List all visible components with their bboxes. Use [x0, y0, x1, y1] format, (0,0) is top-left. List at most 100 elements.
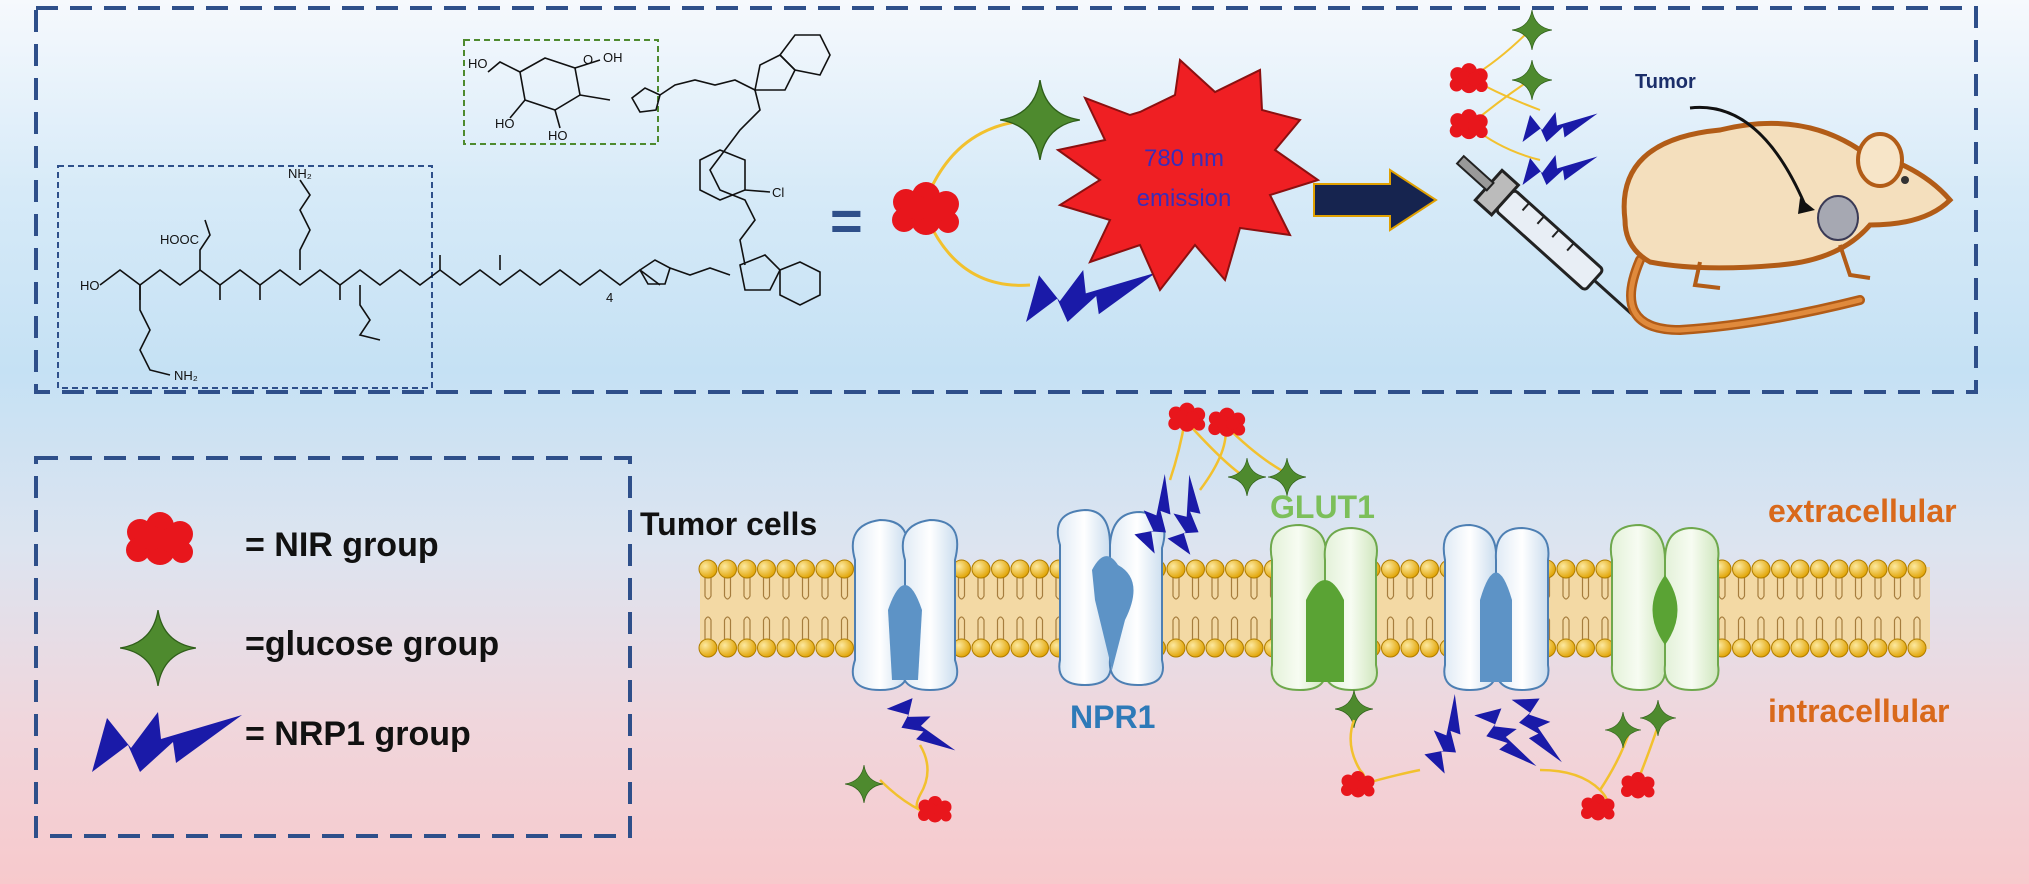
extracellular-probes: [1128, 402, 1306, 555]
extracellular-label: extracellular: [1768, 493, 1957, 529]
lipid-head: [1810, 638, 1829, 658]
lipid-tail: [1757, 578, 1765, 600]
svg-text:4: 4: [606, 290, 613, 305]
lipid-head: [776, 559, 796, 579]
lipid-tail: [1737, 578, 1746, 600]
top-panel-border: [34, 6, 1978, 394]
lipid-tail: [801, 578, 810, 600]
lipid-tail: [1425, 616, 1434, 639]
lipid-tail: [1874, 578, 1882, 600]
lipid-tail: [1718, 616, 1726, 639]
lipid-tail: [1601, 616, 1609, 639]
lipid-head: [1829, 559, 1849, 579]
lipid-head: [991, 559, 1010, 579]
lipid-head: [815, 638, 835, 658]
lipid-tail: [1386, 578, 1395, 600]
lipid-tail: [957, 616, 966, 639]
svg-text:OH: OH: [603, 50, 623, 65]
lipid-head: [1888, 638, 1907, 658]
legend-nrp1-label: = NRP1 group: [245, 715, 471, 753]
glut1-channel-1: [1269, 523, 1378, 692]
lipid-tail: [1172, 578, 1180, 600]
lipid-head: [1810, 559, 1829, 579]
npr1-channel-2: [1056, 508, 1166, 687]
lipid-head: [1907, 559, 1927, 579]
lipid-head: [1030, 559, 1049, 579]
lipid-tail: [1191, 578, 1200, 600]
lipid-head: [1771, 638, 1790, 658]
svg-text:Cl: Cl: [772, 185, 784, 200]
lipid-head: [1556, 559, 1576, 579]
lipid-tail: [1776, 616, 1785, 639]
svg-text:HO: HO: [495, 116, 515, 131]
lipid-head: [1751, 559, 1771, 579]
lipid-tail: [1406, 578, 1414, 600]
lipid-head: [1420, 638, 1439, 658]
lipid-tail: [840, 578, 849, 600]
lipid-head: [1576, 638, 1595, 658]
lipid-tail: [1581, 616, 1590, 639]
svg-text:NH₂: NH₂: [288, 166, 312, 181]
svg-text:HO: HO: [468, 56, 488, 71]
lipid-head: [1829, 638, 1849, 658]
lipid-head: [1732, 559, 1751, 579]
lipid-head: [1400, 638, 1420, 658]
lipid-tail: [1874, 616, 1882, 639]
lipid-tail: [1191, 616, 1200, 639]
lipid-head: [776, 638, 796, 658]
lipid-tail: [1386, 616, 1395, 639]
lipid-tail: [1893, 578, 1902, 600]
tumor-cells-label: Tumor cells: [640, 506, 817, 542]
lipid-head: [971, 559, 991, 579]
legend-nir-icon: [126, 512, 193, 565]
lipid-head: [698, 559, 718, 579]
lipid-head: [1751, 638, 1771, 658]
npr1-channel-1: [851, 518, 959, 692]
lipid-head: [757, 638, 776, 658]
lipid-tail: [1776, 578, 1785, 600]
lipid-tail: [704, 578, 712, 600]
lipid-head: [835, 559, 854, 579]
lipid-tail: [1230, 616, 1239, 639]
lipid-tail: [801, 616, 810, 639]
lipid-tail: [1913, 616, 1921, 639]
svg-text:HO: HO: [548, 128, 568, 143]
lipid-head: [971, 638, 991, 658]
lipid-head: [991, 638, 1010, 658]
glucose-box: [463, 39, 659, 145]
intracellular-label: intracellular: [1768, 693, 1949, 729]
lipid-tail: [1796, 616, 1804, 639]
lipid-head: [718, 638, 737, 658]
lipid-head: [1381, 559, 1400, 579]
lipid-head: [1771, 559, 1790, 579]
lipid-head: [1244, 638, 1264, 658]
lipid-head: [1205, 638, 1225, 658]
lipid-head: [1244, 559, 1264, 579]
intracellular-probes: [845, 690, 1676, 823]
lipid-tail: [1211, 616, 1219, 639]
lipid-head: [1186, 559, 1205, 579]
lipid-tail: [1250, 578, 1258, 600]
legend-border: [34, 456, 632, 838]
lipid-head: [737, 559, 757, 579]
lipid-tail: [1601, 578, 1609, 600]
lipid-head: [1907, 638, 1927, 658]
equals-sign: =: [830, 189, 863, 252]
lipid-tail: [1835, 578, 1843, 600]
lipid-tail: [1172, 616, 1180, 639]
lipid-head: [737, 638, 757, 658]
lipid-tail: [957, 578, 966, 600]
lipid-tail: [762, 616, 771, 639]
tumor-marker: [1817, 195, 1859, 241]
lipid-tail: [782, 578, 790, 600]
lipid-head: [1732, 638, 1751, 658]
lipid-head: [1849, 638, 1868, 658]
lipid-head: [698, 638, 718, 658]
lipid-tail: [762, 578, 771, 600]
lipid-tail: [1035, 578, 1044, 600]
lipid-head: [796, 559, 815, 579]
lipid-tail: [782, 616, 790, 639]
lipid-head: [1790, 559, 1810, 579]
legend-glucose-label: =glucose group: [245, 625, 499, 663]
npr1-channel-3: [1442, 523, 1550, 692]
